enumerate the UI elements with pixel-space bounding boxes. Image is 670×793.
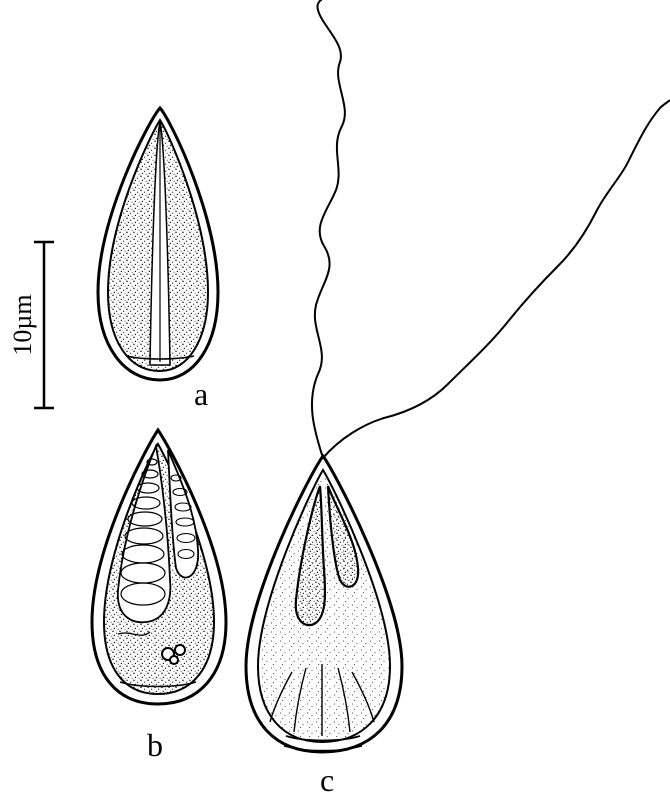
spore-c xyxy=(246,0,670,752)
label-a: a xyxy=(194,376,208,412)
scale-bar: 10µm xyxy=(8,242,54,408)
spore-b xyxy=(92,430,226,704)
spore-c-filament-left xyxy=(312,0,345,458)
scale-bar-label: 10µm xyxy=(8,294,37,355)
spore-c-filament-right xyxy=(323,100,670,458)
spore-a xyxy=(98,108,218,380)
label-c: c xyxy=(320,762,334,793)
label-b: b xyxy=(147,727,163,763)
